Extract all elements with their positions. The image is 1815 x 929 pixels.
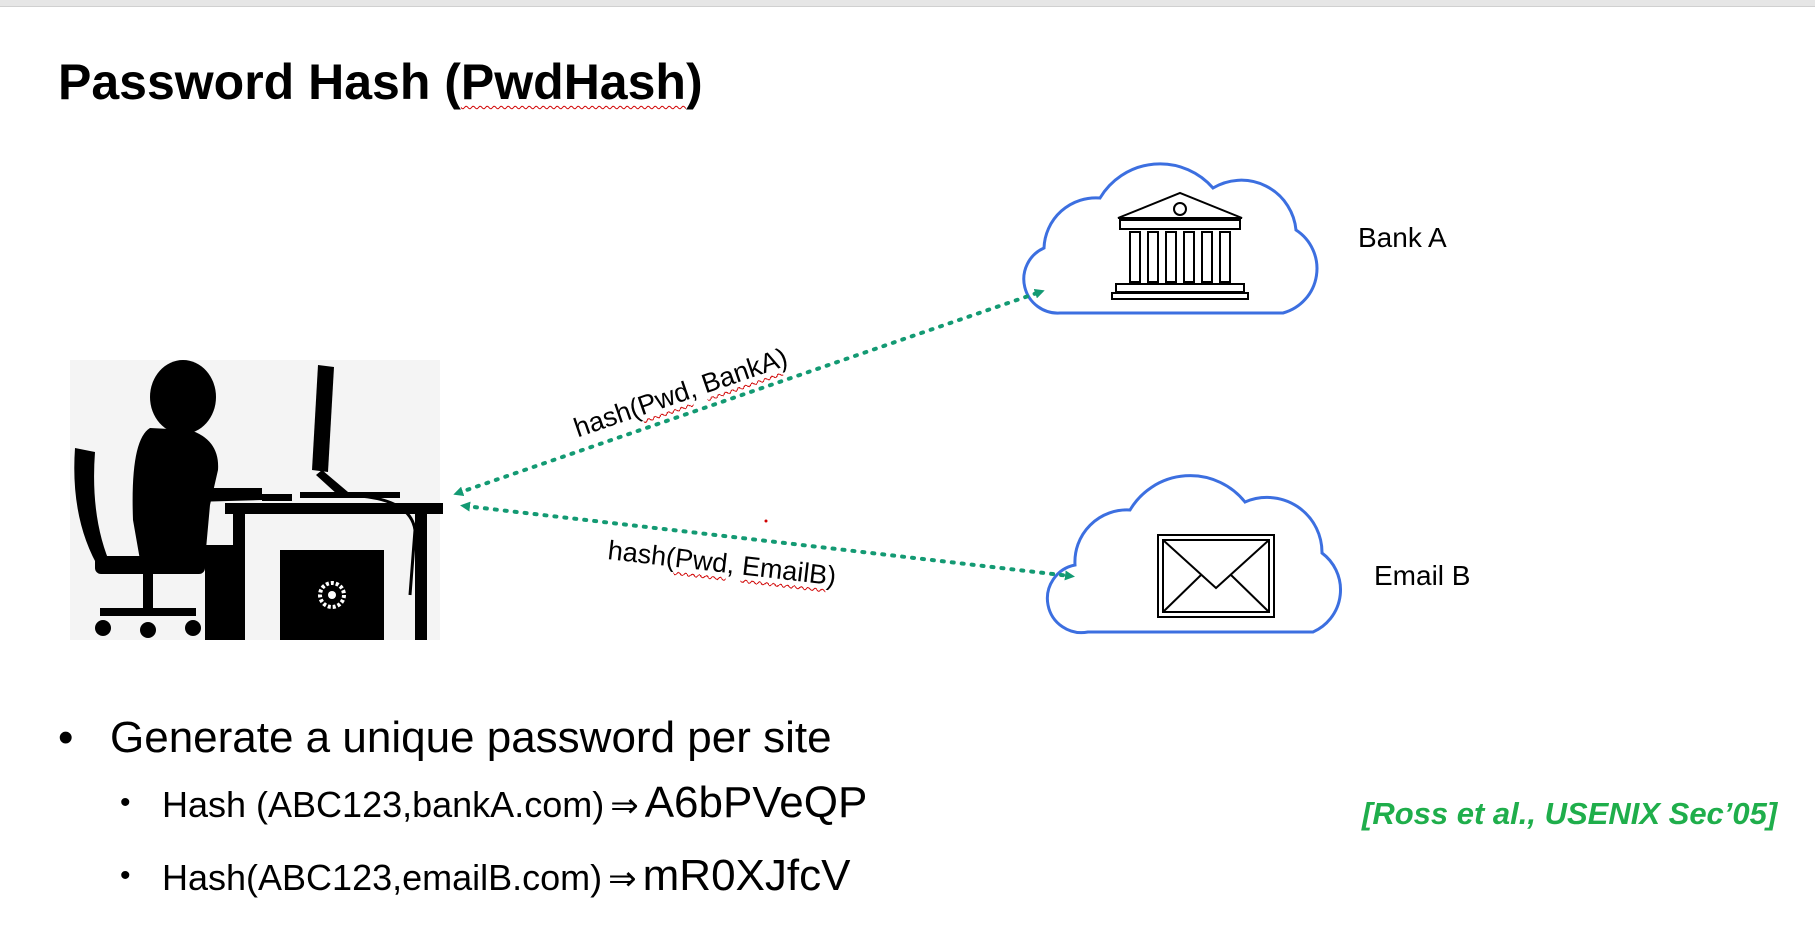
title-term: PwdHash xyxy=(460,54,686,110)
bullet-sub-email: Hash(ABC123,emailB.com)⇒mR0XJfcV xyxy=(110,841,867,914)
bank-label: Bank A xyxy=(1358,222,1447,253)
slide-title: Password Hash (PwdHash) xyxy=(58,54,703,110)
slide-top-border xyxy=(0,0,1815,7)
edge-email-arrow xyxy=(460,501,1075,581)
email-cloud xyxy=(1045,474,1342,635)
edge-bank-arrow xyxy=(453,288,1045,497)
envelope-icon xyxy=(1157,534,1275,618)
email-label: Email B xyxy=(1374,560,1471,591)
person-at-desk-icon xyxy=(70,360,443,640)
citation: [Ross et al., USENIX Sec’05] xyxy=(1362,796,1778,831)
bank-building-icon xyxy=(1111,191,1249,300)
bank-cloud xyxy=(1022,162,1319,315)
bullet-list: Generate a unique password per site Hash… xyxy=(58,708,867,914)
stray-dot xyxy=(764,519,768,523)
bullet-main: Generate a unique password per site xyxy=(58,708,867,768)
bullet-sub-bank: Hash (ABC123,bankA.com)⇒A6bPVeQP xyxy=(110,768,867,841)
